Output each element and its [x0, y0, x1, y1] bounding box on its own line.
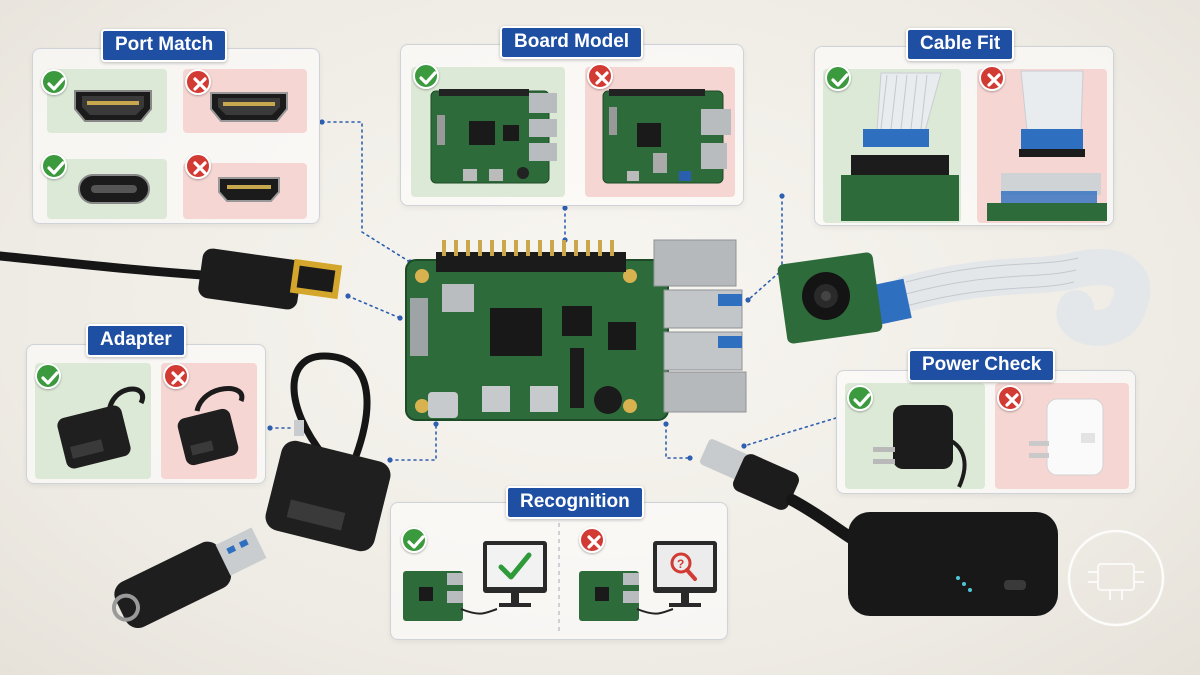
check-badge-icon — [401, 527, 427, 553]
usb-c-port-icon — [78, 174, 150, 204]
cross-badge-icon — [163, 363, 189, 389]
recognition-title: Recognition — [506, 486, 644, 519]
camera-module — [777, 249, 1151, 346]
single-board-computer — [405, 239, 747, 421]
usbc-power-bank — [700, 439, 1058, 616]
cross-badge-icon — [997, 385, 1023, 411]
ribbon-cable-good-icon — [841, 72, 959, 221]
ribbon-cable-bad-icon — [987, 70, 1107, 221]
board-to-monitor-bad-icon: ? — [579, 541, 717, 621]
adapter-title: Adapter — [86, 324, 186, 357]
recognition-divider — [558, 523, 560, 633]
white-power-adapter-icon — [1029, 398, 1104, 476]
board-wrong-icon — [602, 89, 731, 184]
port-match-panel — [32, 48, 320, 224]
cable-fit-panel — [814, 46, 1114, 226]
check-badge-icon — [847, 385, 873, 411]
black-power-adapter-icon — [873, 405, 967, 488]
port-match-title: Port Match — [101, 29, 228, 62]
cross-badge-icon — [587, 63, 613, 89]
board-correct-icon — [430, 89, 557, 184]
check-badge-icon — [35, 363, 61, 389]
svg-text:?: ? — [677, 557, 684, 571]
check-badge-icon — [41, 153, 67, 179]
adapter-panel — [26, 344, 266, 484]
watermark-logo-icon — [1067, 529, 1165, 627]
hdmi-cable — [0, 248, 343, 310]
usb-flash-drive — [111, 527, 267, 629]
cross-badge-icon — [185, 153, 211, 179]
check-badge-icon — [413, 63, 439, 89]
power-check-title: Power Check — [908, 349, 1056, 382]
micro-hdmi-port-icon — [218, 177, 280, 202]
board-to-monitor-good-icon — [403, 541, 547, 621]
recognition-panel: ? — [390, 502, 728, 640]
usbc-hdmi-adapter — [265, 352, 391, 552]
hdmi-adapter-good-icon — [57, 386, 146, 469]
check-badge-icon — [825, 65, 851, 91]
cable-fit-title: Cable Fit — [906, 28, 1015, 61]
cross-badge-icon — [979, 65, 1005, 91]
hdmi-port-wrong-icon — [210, 92, 288, 122]
power-check-panel — [836, 370, 1136, 494]
cross-badge-icon — [579, 527, 605, 553]
check-badge-icon — [41, 69, 67, 95]
board-model-title: Board Model — [500, 26, 644, 59]
micro-adapter-bad-icon — [177, 386, 245, 466]
cross-badge-icon — [185, 69, 211, 95]
hdmi-port-icon — [74, 90, 152, 122]
board-model-panel — [400, 44, 744, 206]
